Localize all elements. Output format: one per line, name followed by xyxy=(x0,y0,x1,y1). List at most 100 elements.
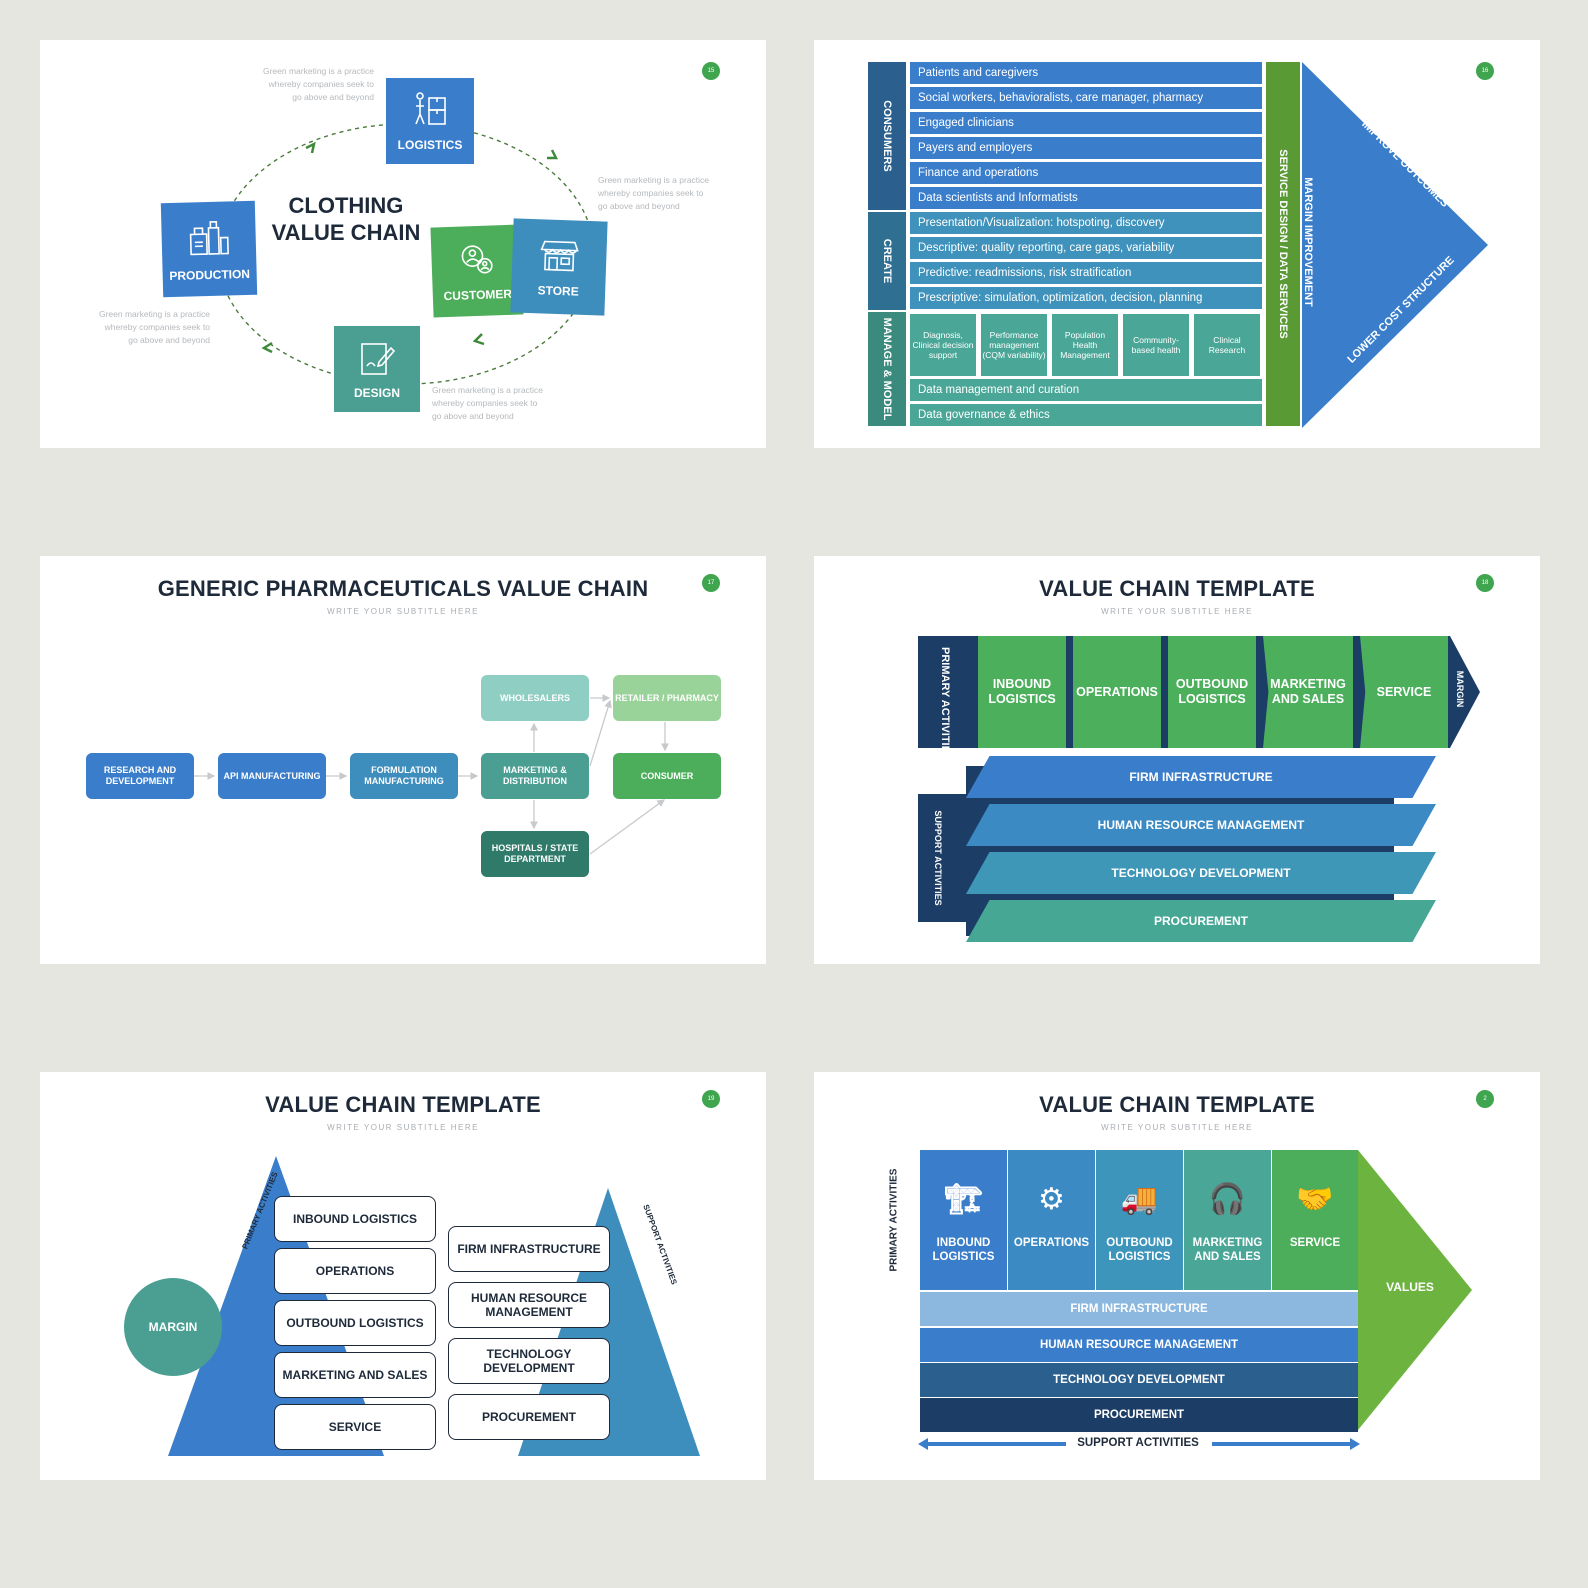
service-design-bar: SERVICE DESIGN / DATA SERVICES xyxy=(1266,62,1300,426)
page-title: VALUE CHAIN TEMPLATE xyxy=(265,1092,541,1117)
primary-operations[interactable]: OPERATIONS xyxy=(1073,636,1161,748)
forklift-icon: 🏗 xyxy=(944,1183,983,1216)
primary-activities-label: PRIMARY ACTIVITIES xyxy=(888,1168,900,1272)
primary-service[interactable]: SERVICE xyxy=(1360,636,1448,748)
slide-number: 16 xyxy=(1476,62,1494,80)
primary-marketing-sales[interactable]: 🎧 MARKETING AND SALES xyxy=(1184,1150,1271,1290)
customer-icon xyxy=(431,238,522,284)
primary-operations[interactable]: OPERATIONS xyxy=(274,1248,436,1294)
primary-outbound-logistics[interactable]: OUTBOUND LOGISTICS xyxy=(274,1300,436,1346)
slide-value-chain-template-b[interactable]: 19 VALUE CHAIN TEMPLATE WRITE YOUR SUBTI… xyxy=(40,1072,766,1480)
support-activities-label: SUPPORT ACTIVITIES xyxy=(1077,1437,1199,1449)
logistics-box[interactable]: LOGISTICS xyxy=(386,78,474,164)
primary-activities-label: PRIMARY ACTIVITIES xyxy=(939,647,951,761)
slide-number: 18 xyxy=(1476,574,1494,592)
page-title: CLOTHING VALUE CHAIN xyxy=(271,193,421,245)
row-item: Patients and caregivers xyxy=(910,62,1262,84)
slide-pharma-value-chain[interactable]: 17 GENERIC PHARMACEUTICALS VALUE CHAIN W… xyxy=(40,556,766,964)
primary-outbound-logistics[interactable]: 🚚 OUTBOUND LOGISTICS xyxy=(1096,1150,1183,1290)
page-title: VALUE CHAIN TEMPLATE xyxy=(1039,576,1315,601)
node-consumer[interactable]: CONSUMER xyxy=(613,753,721,799)
page-subtitle: WRITE YOUR SUBTITLE HERE xyxy=(1101,607,1253,616)
production-box[interactable]: PRODUCTION xyxy=(160,200,258,298)
cell-item: Population Health Management xyxy=(1052,314,1118,376)
support-technology-development[interactable]: TECHNOLOGY DEVELOPMENT xyxy=(966,852,1436,894)
primary-operations[interactable]: ⚙ OPERATIONS xyxy=(1008,1150,1095,1290)
node-wholesalers[interactable]: WHOLESALERS xyxy=(481,675,589,721)
support-human-resource[interactable]: HUMAN RESOURCE MANAGEMENT xyxy=(920,1328,1358,1362)
cell-item: Community-based health xyxy=(1123,314,1189,376)
row-item: Predictive: readmissions, risk stratific… xyxy=(910,262,1262,284)
row-item: Presentation/Visualization: hotspoting, … xyxy=(910,212,1262,234)
node-formulation-manufacturing[interactable]: FORMULATION MANUFACTURING xyxy=(350,753,458,799)
customer-box[interactable]: CUSTOMER xyxy=(430,224,524,318)
primary-marketing-sales[interactable]: MARKETING AND SALES xyxy=(1263,636,1353,748)
truck-icon: 🚚 xyxy=(1120,1183,1159,1216)
row-item: Payers and employers xyxy=(910,137,1262,159)
values-label: VALUES xyxy=(1386,1280,1434,1294)
cell-item: Performance management (CQM variability) xyxy=(981,314,1047,376)
support-firm-infrastructure[interactable]: FIRM INFRASTRUCTURE xyxy=(966,756,1436,798)
support-technology-development[interactable]: TECHNOLOGY DEVELOPMENT xyxy=(448,1338,610,1384)
slide-value-chain-template-a[interactable]: 18 VALUE CHAIN TEMPLATE WRITE YOUR SUBTI… xyxy=(814,556,1540,964)
support-arrow xyxy=(918,1438,1360,1450)
page-subtitle: WRITE YOUR SUBTITLE HERE xyxy=(327,607,479,616)
slide-clothing-value-chain[interactable]: 15 CLOTHING VALUE CHAIN LOGISTICS PRODUC… xyxy=(40,40,766,448)
node-research-development[interactable]: RESEARCH AND DEVELOPMENT xyxy=(86,753,194,799)
row-item: Data scientists and Informatists xyxy=(910,187,1262,209)
support-procurement[interactable]: PROCUREMENT xyxy=(920,1398,1358,1432)
primary-inbound-logistics[interactable]: INBOUND LOGISTICS xyxy=(978,636,1066,748)
support-procurement[interactable]: PROCUREMENT xyxy=(966,900,1436,942)
store-box[interactable]: STORE xyxy=(510,218,608,316)
delivery-person-icon: 🤝 xyxy=(1296,1183,1334,1216)
support-human-resource[interactable]: HUMAN RESOURCE MANAGEMENT xyxy=(966,804,1436,846)
support-human-resource[interactable]: HUMAN RESOURCE MANAGEMENT xyxy=(448,1282,610,1328)
support-activities-label: SUPPORT ACTIVITIES xyxy=(933,810,943,906)
slide-number: 19 xyxy=(702,1090,720,1108)
row-item: Engaged clinicians xyxy=(910,112,1262,134)
production-icon xyxy=(161,217,256,262)
row-item: Descriptive: quality reporting, care gap… xyxy=(910,237,1262,259)
values-arrow xyxy=(1358,1150,1472,1430)
slide-value-chain-template-c[interactable]: 2 VALUE CHAIN TEMPLATE WRITE YOUR SUBTIT… xyxy=(814,1072,1540,1480)
row-item: Prescriptive: simulation, optimization, … xyxy=(910,287,1262,309)
margin-improvement-label: MARGIN IMPROVEMENT xyxy=(1302,177,1314,307)
cell-item: Diagnosis, Clinical decision support xyxy=(910,314,976,376)
logistics-icon xyxy=(386,88,474,131)
flow-connectors xyxy=(194,694,669,855)
primary-outbound-logistics[interactable]: OUTBOUND LOGISTICS xyxy=(1168,636,1256,748)
node-api-manufacturing[interactable]: API MANUFACTURING xyxy=(218,753,326,799)
page-subtitle: WRITE YOUR SUBTITLE HERE xyxy=(1101,1123,1253,1132)
primary-service[interactable]: 🤝 SERVICE xyxy=(1272,1150,1358,1290)
support-technology-development[interactable]: TECHNOLOGY DEVELOPMENT xyxy=(920,1363,1358,1397)
node-retailer-pharmacy[interactable]: RETAILER / PHARMACY xyxy=(613,675,721,721)
support-procurement[interactable]: PROCUREMENT xyxy=(448,1394,610,1440)
slide-number: 15 xyxy=(702,62,720,80)
primary-marketing-sales[interactable]: MARKETING AND SALES xyxy=(274,1352,436,1398)
page-title: GENERIC PHARMACEUTICALS VALUE CHAIN xyxy=(157,576,649,601)
primary-inbound-logistics[interactable]: 🏗 INBOUND LOGISTICS xyxy=(920,1150,1007,1290)
row-item: Data governance & ethics xyxy=(910,404,1262,426)
node-hospitals-state[interactable]: HOSPITALS / STATE DEPARTMENT xyxy=(481,831,589,877)
row-item: Data management and curation xyxy=(910,379,1262,401)
margin-circle: MARGIN xyxy=(124,1278,222,1376)
support-firm-infrastructure[interactable]: FIRM INFRASTRUCTURE xyxy=(920,1292,1358,1326)
primary-service[interactable]: SERVICE xyxy=(274,1404,436,1450)
slide-number: 2 xyxy=(1476,1090,1494,1108)
outcome-arrow xyxy=(1302,62,1488,428)
category-create: CREATE xyxy=(868,212,906,310)
design-box[interactable]: DESIGN xyxy=(334,326,420,412)
page-subtitle: WRITE YOUR SUBTITLE HERE xyxy=(327,1123,479,1132)
slide-number: 17 xyxy=(702,574,720,592)
support-firm-infrastructure[interactable]: FIRM INFRASTRUCTURE xyxy=(448,1226,610,1272)
slide-healthcare-value-chain[interactable]: 16 CONSUMERS CREATE MANAGE & MODEL Patie… xyxy=(814,40,1540,448)
design-icon xyxy=(334,338,420,381)
headset-icon: 🎧 xyxy=(1208,1183,1247,1216)
node-marketing-distribution[interactable]: MARKETING & DISTRIBUTION xyxy=(481,753,589,799)
category-consumers: CONSUMERS xyxy=(868,62,906,210)
primary-inbound-logistics[interactable]: INBOUND LOGISTICS xyxy=(274,1196,436,1242)
row-item: Social workers, behavioralists, care man… xyxy=(910,87,1262,109)
